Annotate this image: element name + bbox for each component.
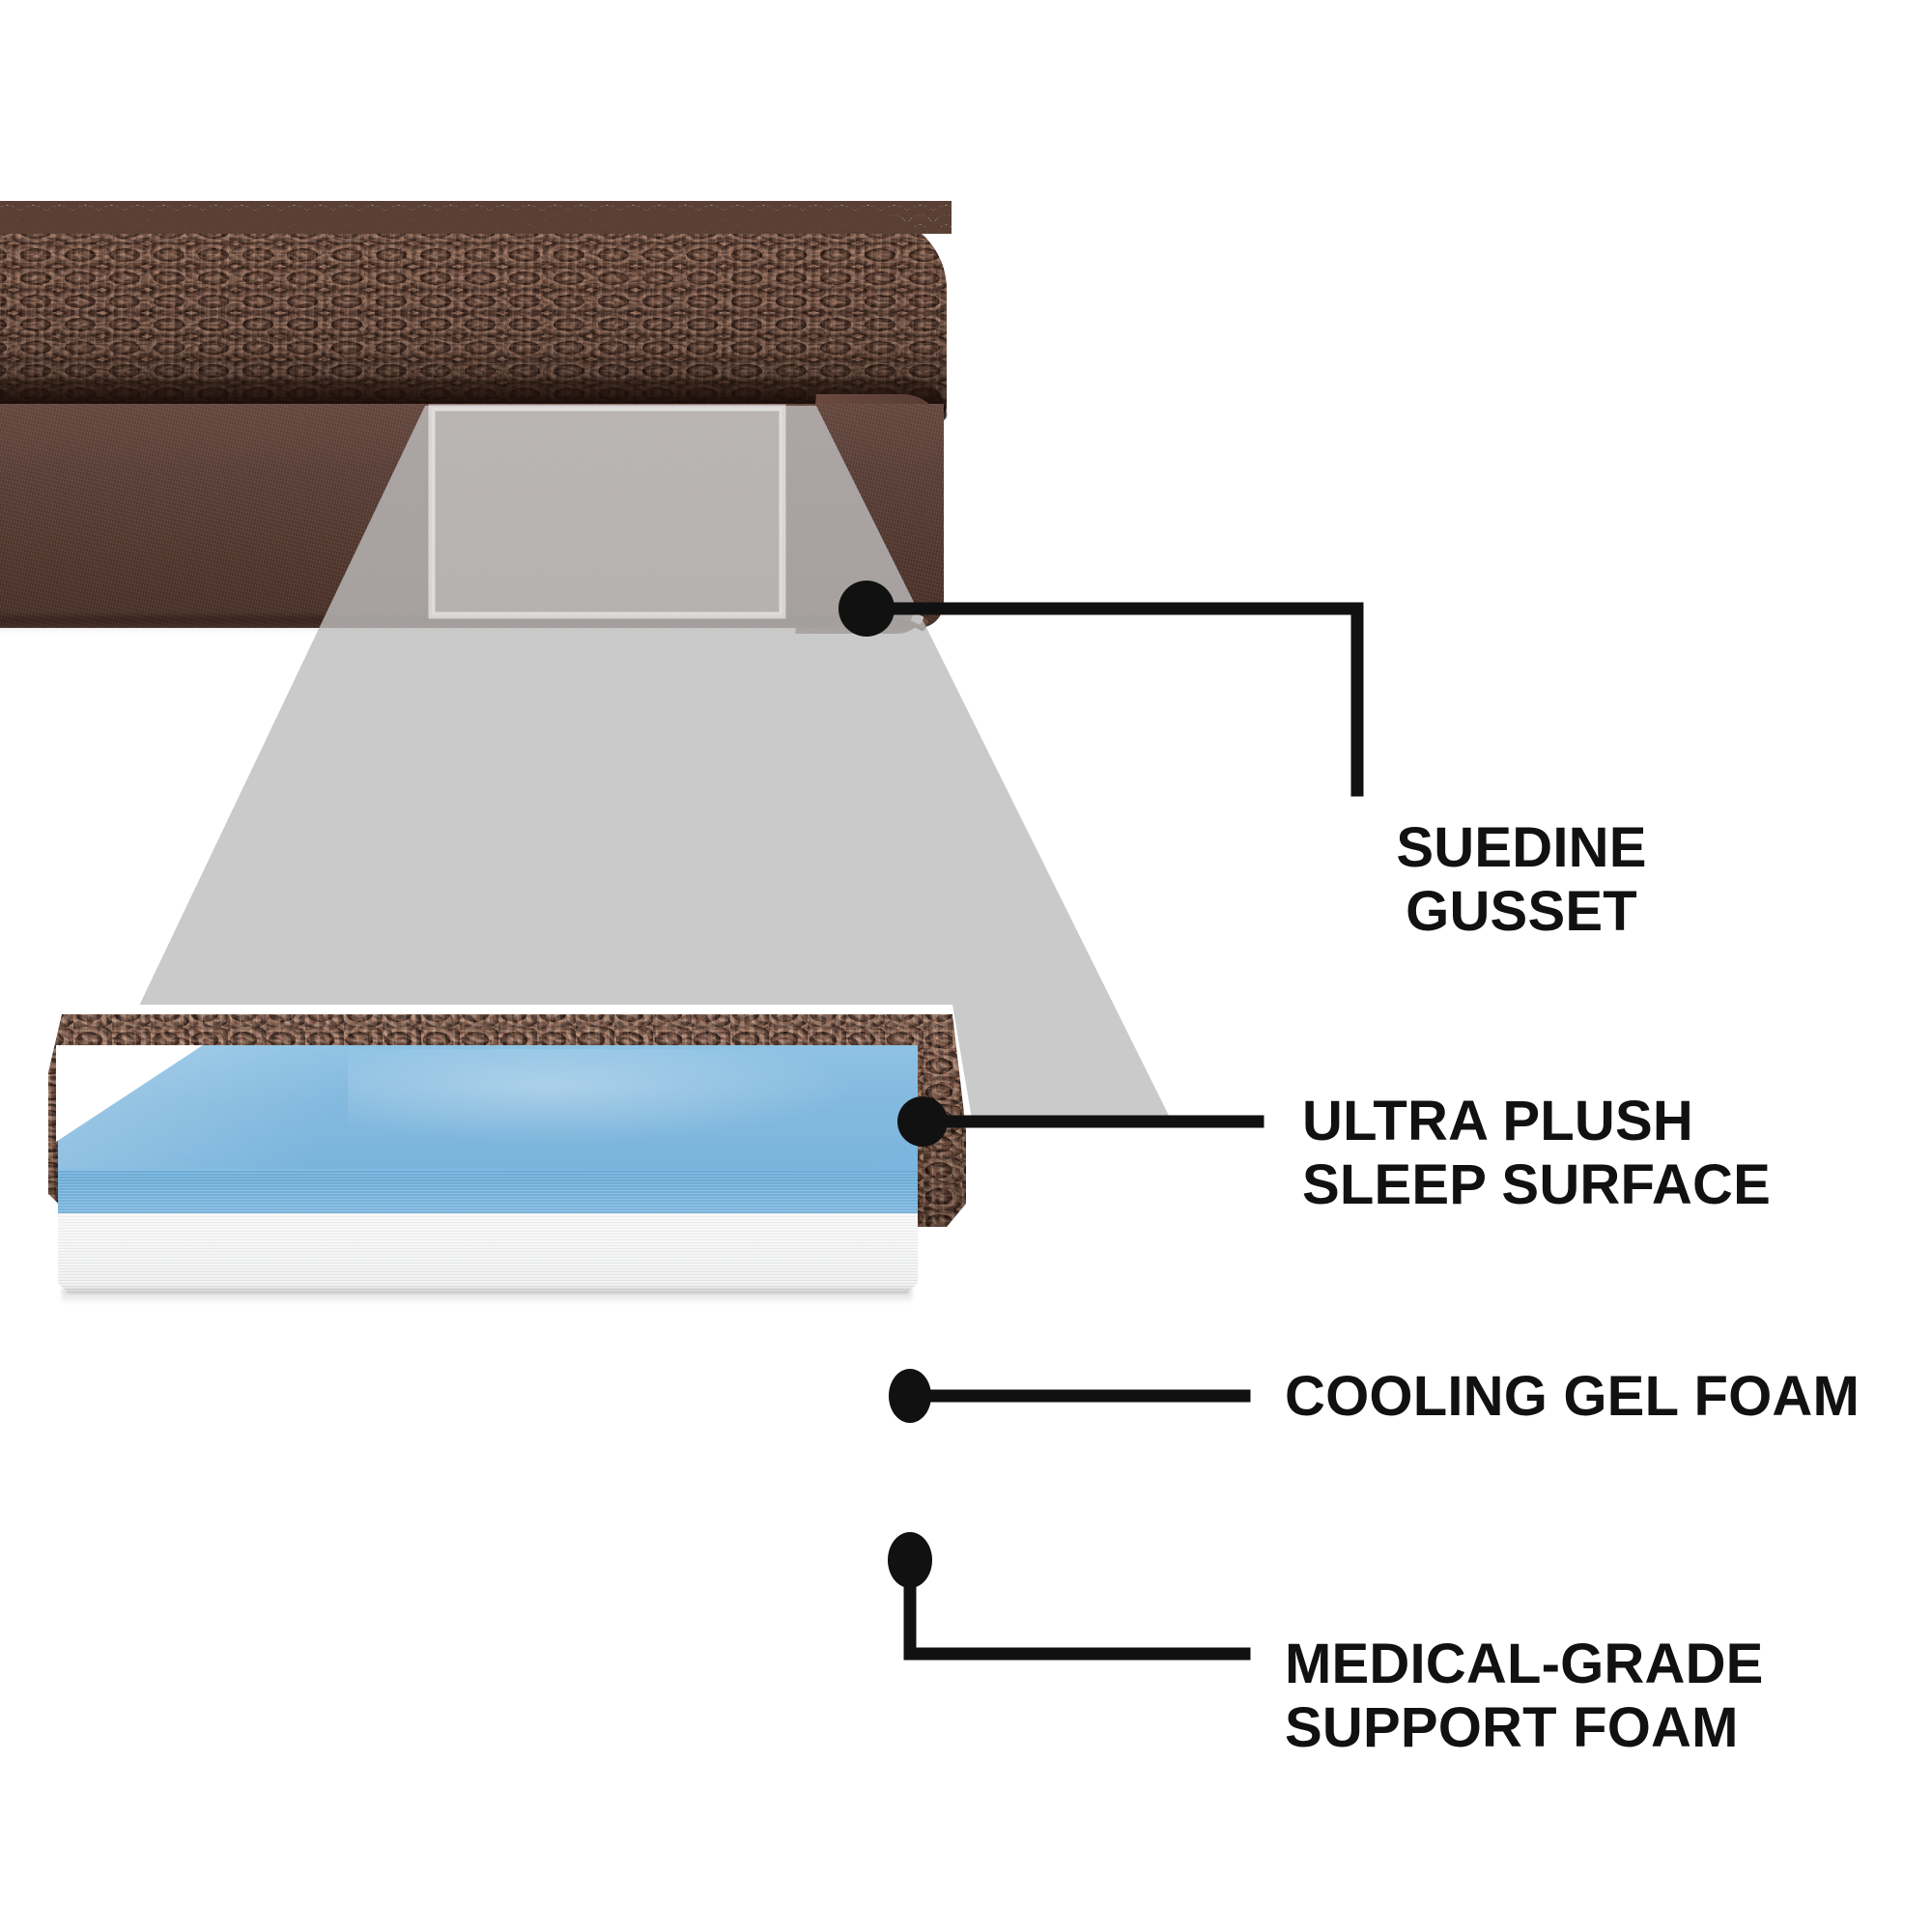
connector-suedine-gusset bbox=[838, 581, 1364, 797]
connector-ultra-plush bbox=[897, 1096, 1264, 1147]
callout-label-medical-grade-support-foam: MEDICAL-GRADE SUPPORT FOAM bbox=[1285, 1633, 1764, 1760]
callout-label-cooling-gel-foam: COOLING GEL FOAM bbox=[1285, 1365, 1861, 1428]
connector-cooling-gel-foam bbox=[889, 1369, 1251, 1423]
cooling-gel-foam-top-surface bbox=[58, 1045, 918, 1169]
bed-fur-fringe-edge bbox=[0, 201, 952, 234]
foam-core-block bbox=[56, 1045, 918, 1304]
callout-label-ultra-plush-sleep-surface: ULTRA PLUSH SLEEP SURFACE bbox=[1302, 1090, 1771, 1217]
medical-grade-support-foam-layer bbox=[58, 1208, 918, 1294]
connector-medical-grade-foam bbox=[888, 1532, 1251, 1661]
callout-label-suedine-gusset: SUEDINE GUSSET bbox=[1396, 816, 1647, 944]
cooling-gel-foam-highlight bbox=[348, 1049, 850, 1142]
foam-ground-shadow bbox=[62, 1289, 912, 1304]
